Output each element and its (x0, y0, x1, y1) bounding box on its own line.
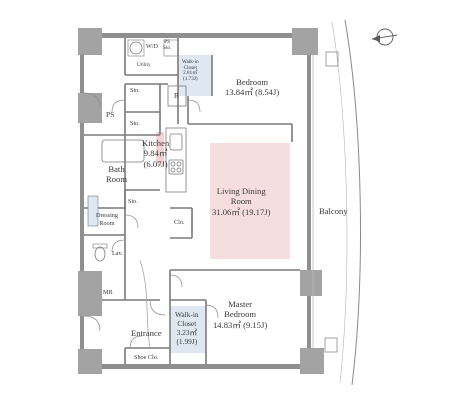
toilet-tank (92, 243, 108, 249)
bath-line-2: Room (106, 174, 128, 185)
master-line-1: Master (228, 299, 253, 309)
ps-small-label: PS Sto. (163, 39, 172, 51)
dressing-counter (87, 195, 99, 227)
kitchen-area-j: (6.07J) (143, 158, 168, 169)
balcony-drain-top (325, 51, 339, 67)
fridge-box (167, 85, 187, 107)
kitchen-label: Kitchen 9.84㎡ (6.07J) (142, 138, 169, 169)
bathtub (101, 139, 145, 163)
living-dining-label: Living Dining Room 31.06㎡ (19.17J) (212, 186, 270, 217)
dressing-line-2: Room (99, 219, 115, 227)
storage-2-label: Sto. (130, 120, 140, 127)
kitchen-name: Kitchen (142, 138, 170, 148)
walkin-top-line-3: 2.81㎡ (183, 70, 198, 77)
lavatory-label: Lav. (112, 250, 123, 257)
mb-label: MB (103, 289, 113, 296)
ps-small-line-1: PS (164, 39, 170, 45)
balcony-inner-rail (331, 21, 348, 384)
ps-label: PS (106, 110, 115, 119)
kitchen-area: 9.84㎡ (143, 148, 168, 159)
living-floor-area (210, 143, 290, 259)
utility-label: Utility (137, 62, 151, 68)
entrance-label: Entrance (131, 328, 162, 338)
ps-small-line-2: Sto. (163, 44, 172, 51)
ps-small-box (163, 39, 179, 57)
wd-label: W/D (146, 43, 159, 50)
walkin-closet-top-fill (178, 55, 212, 96)
walkin-top-line-1: Walk-in (182, 59, 199, 65)
walkin-bottom-line-2: Closet (177, 319, 197, 329)
master-area: 14.83㎡ (9.15J) (213, 319, 268, 330)
walkin-bottom-line-1: Walk-in (175, 310, 199, 319)
door-swings (83, 92, 219, 349)
bedroom-label: Bedroom 13.84㎡ (8.54J) (225, 77, 279, 98)
shoe-closet-label: Shoe Clo. (134, 354, 159, 361)
walkin-closet-bottom-label: Walk-in Closet 3.23㎡ (1.99J) (175, 310, 199, 346)
kitchen-floor-strip (156, 132, 164, 166)
fridge-label: R (174, 91, 179, 100)
bedroom-area: 13.84㎡ (8.54J) (225, 87, 280, 98)
master-line-2: Bedroom (224, 309, 257, 320)
walkin-bottom-line-3: 3.23㎡ (176, 328, 197, 338)
storage-3-label: Sto. (128, 198, 138, 205)
exterior-walls (80, 33, 315, 369)
balcony-label: Balcony (319, 206, 348, 216)
bath-line-1: Bath (108, 164, 125, 174)
closet-label: Clo. (174, 219, 185, 226)
kitchen-counter (165, 127, 187, 193)
toilet-icon (94, 246, 106, 262)
dressing-line-1: Dressing (96, 212, 118, 219)
bath-room-label: Bath Room (106, 164, 127, 185)
storage-1-label: Sto. (130, 87, 140, 94)
north-arrow-icon (371, 28, 398, 46)
washer-icon (129, 41, 143, 55)
walkin-top-line-4: (1.73J) (183, 76, 198, 83)
balcony-drain-bottom (324, 337, 338, 353)
living-line-2: Room (230, 196, 252, 207)
structural-columns (78, 28, 324, 374)
living-line-1: Living Dining (216, 186, 266, 196)
interior-walls (84, 38, 300, 364)
walkin-closet-top-label: Walk-in Closet 2.81㎡ (1.73J) (182, 59, 199, 83)
entrance-step-line (139, 259, 151, 349)
walkin-bottom-line-4: (1.99J) (176, 337, 198, 347)
walkin-closet-bottom-fill (170, 306, 206, 353)
washer-box (127, 39, 145, 57)
dressing-room-label: Dressing Room (96, 212, 118, 227)
bedroom-name: Bedroom (236, 77, 269, 87)
living-area: 31.06㎡ (19.17J) (212, 206, 271, 217)
balcony-outline (344, 19, 361, 386)
master-bedroom-label: Master Bedroom 14.83㎡ (9.15J) (213, 299, 267, 330)
walkin-top-line-2: Closet (183, 64, 197, 71)
